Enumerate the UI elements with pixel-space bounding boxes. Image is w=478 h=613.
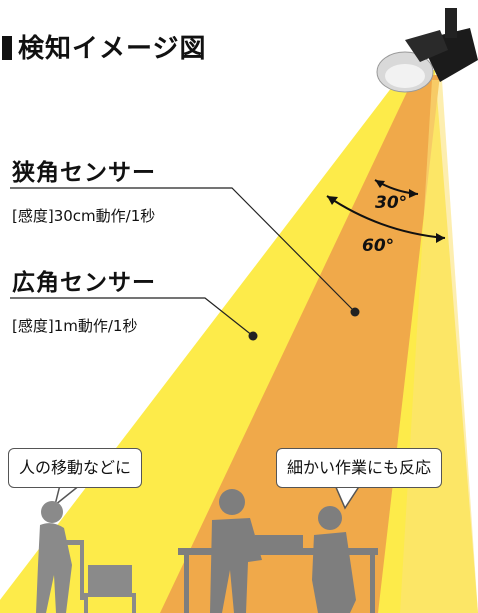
wide-sensor-spec: [感度]1m動作/1秒 <box>12 317 138 335</box>
wide-angle-arc <box>326 195 446 239</box>
wide-sensor-name: 広角センサー <box>12 270 156 296</box>
page-title: 検知イメージ図 <box>2 28 206 65</box>
wide-leader-line <box>10 297 254 337</box>
wide-angle-label: 60° <box>362 236 395 256</box>
light-fixture-icon <box>376 8 478 93</box>
left-callout: 人の移動などに <box>8 448 143 488</box>
narrow-sensor-name: 狭角センサー <box>12 160 156 186</box>
narrow-angle-label: 30° <box>375 193 408 213</box>
narrow-sensor-spec: [感度]30cm動作/1秒 <box>12 207 156 225</box>
person-with-cart-icon <box>36 501 136 613</box>
narrow-leader-line <box>10 187 356 313</box>
title-marker-icon <box>2 36 12 60</box>
workers-at-desk-icon <box>178 489 378 613</box>
right-callout: 細かい作業にも反応 <box>276 448 443 488</box>
